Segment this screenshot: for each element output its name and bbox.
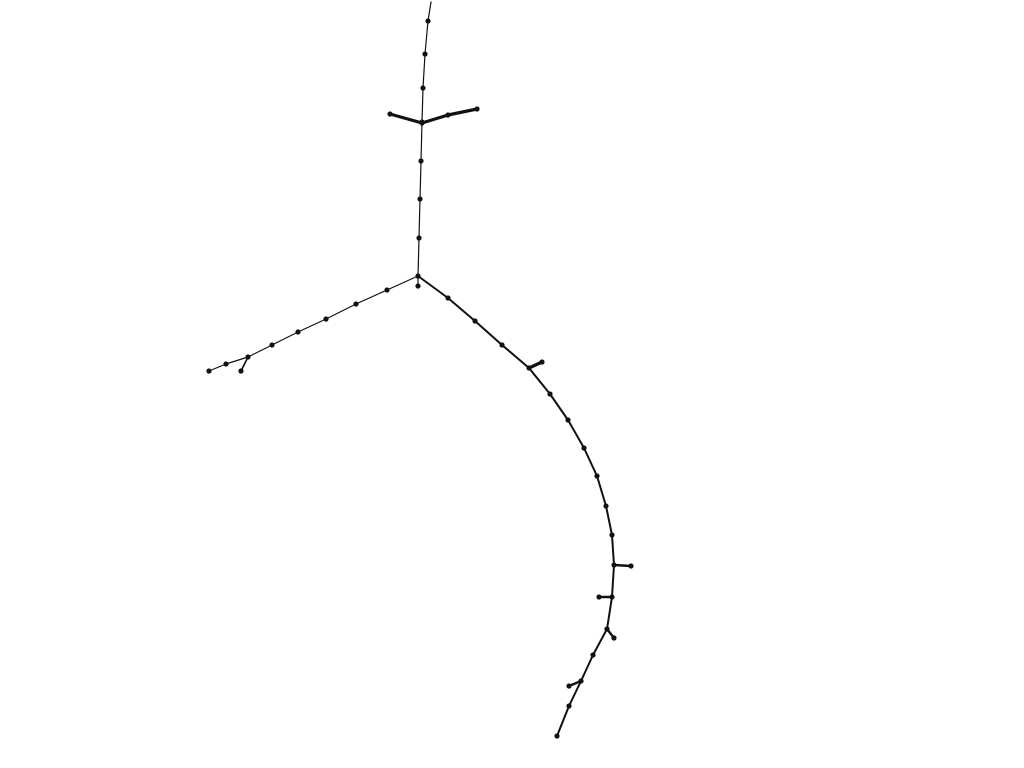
skeleton-node xyxy=(594,473,600,479)
skeleton-node xyxy=(206,368,212,374)
skeleton-node xyxy=(590,652,596,658)
upper-trunk-branch xyxy=(415,1,432,289)
skeleton-node xyxy=(445,295,451,301)
skeleton-node xyxy=(628,563,634,569)
skeleton-node xyxy=(416,235,422,241)
skeleton-node xyxy=(566,683,572,689)
crossbar-branch xyxy=(387,106,480,126)
skeleton-node xyxy=(419,120,425,126)
right-arc-edge xyxy=(417,275,615,737)
right-side-spur-5-branch xyxy=(566,679,583,689)
right-side-spur-1-branch xyxy=(527,359,545,370)
skeleton-node xyxy=(415,283,421,289)
upper-trunk-edge xyxy=(417,1,432,287)
skeleton-node xyxy=(417,196,423,202)
skeleton-node xyxy=(547,391,553,397)
right-arc-branch xyxy=(417,275,617,739)
skeleton-node xyxy=(554,733,560,739)
right-side-spur-3-branch xyxy=(596,594,614,600)
skeleton-node xyxy=(295,329,301,335)
skeleton-node xyxy=(353,301,359,307)
left-tip-fork-edge xyxy=(240,356,249,372)
left-branch-branch xyxy=(206,275,419,374)
skeleton-node xyxy=(323,316,329,322)
skeleton-node xyxy=(603,503,609,509)
skeleton-node xyxy=(387,111,393,117)
skeleton-node xyxy=(425,18,431,24)
skeleton-node xyxy=(609,532,615,538)
skeleton-node xyxy=(223,361,229,367)
right-side-spur-2-branch xyxy=(612,563,634,569)
skeleton-node xyxy=(269,342,275,348)
skeleton-node xyxy=(539,359,545,365)
right-side-spur-4-branch xyxy=(605,627,617,641)
skeleton-node xyxy=(420,85,426,91)
skeleton-node xyxy=(566,703,572,709)
skeleton-node xyxy=(499,342,505,348)
skeleton-node xyxy=(474,106,480,112)
skeleton-node xyxy=(445,112,451,118)
skeleton-node xyxy=(418,158,424,164)
skeleton-node xyxy=(238,368,244,374)
left-tip-fork-branch xyxy=(238,356,249,374)
right-side-spur-2-edge xyxy=(612,563,633,568)
crossbar-edge xyxy=(388,107,479,125)
skeleton-node xyxy=(611,635,617,641)
skeleton-node xyxy=(581,445,587,451)
skeleton-node xyxy=(472,318,478,324)
skeleton-node xyxy=(422,51,428,57)
skeleton-node xyxy=(596,594,602,600)
skeleton-node xyxy=(384,287,390,293)
skeleton-node xyxy=(565,417,571,423)
